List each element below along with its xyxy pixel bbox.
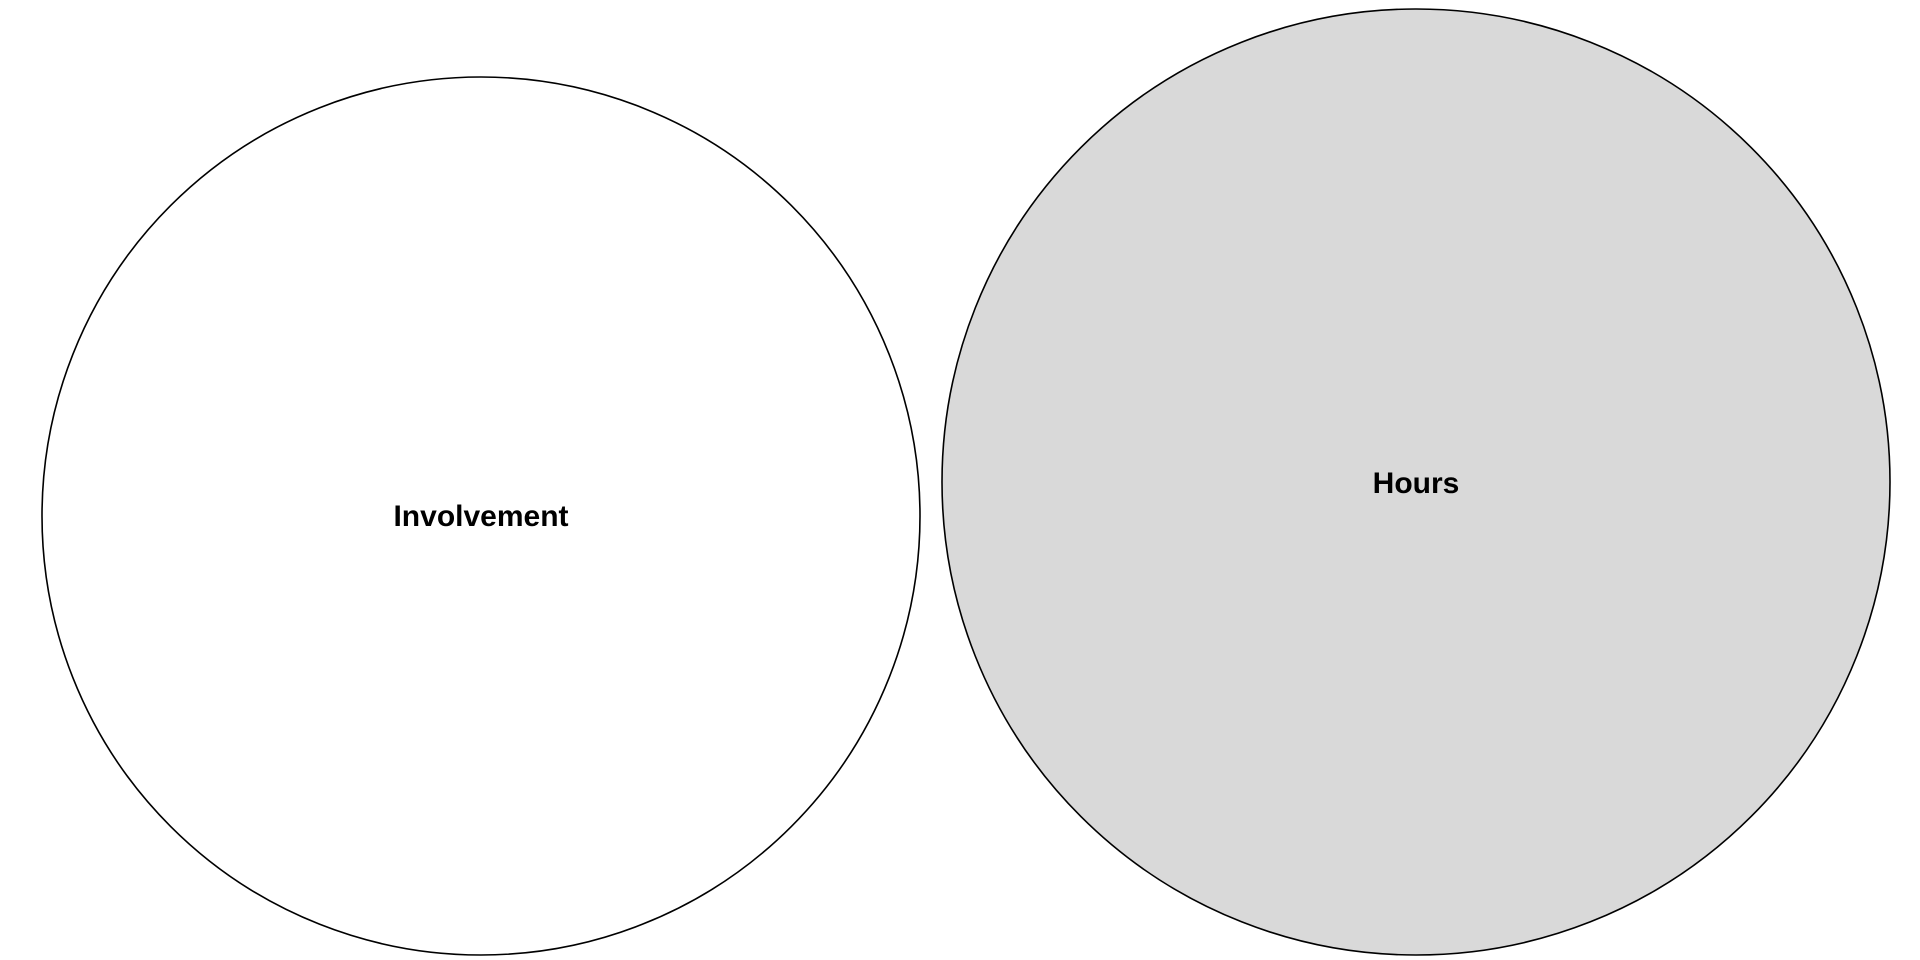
circle-hours: Hours [941, 8, 1891, 956]
hours-label: Hours [1373, 467, 1460, 500]
involvement-label: Involvement [393, 500, 568, 533]
involvement-circle-shape [41, 76, 921, 956]
hours-circle-shape [941, 8, 1891, 956]
circle-involvement: Involvement [41, 76, 921, 956]
